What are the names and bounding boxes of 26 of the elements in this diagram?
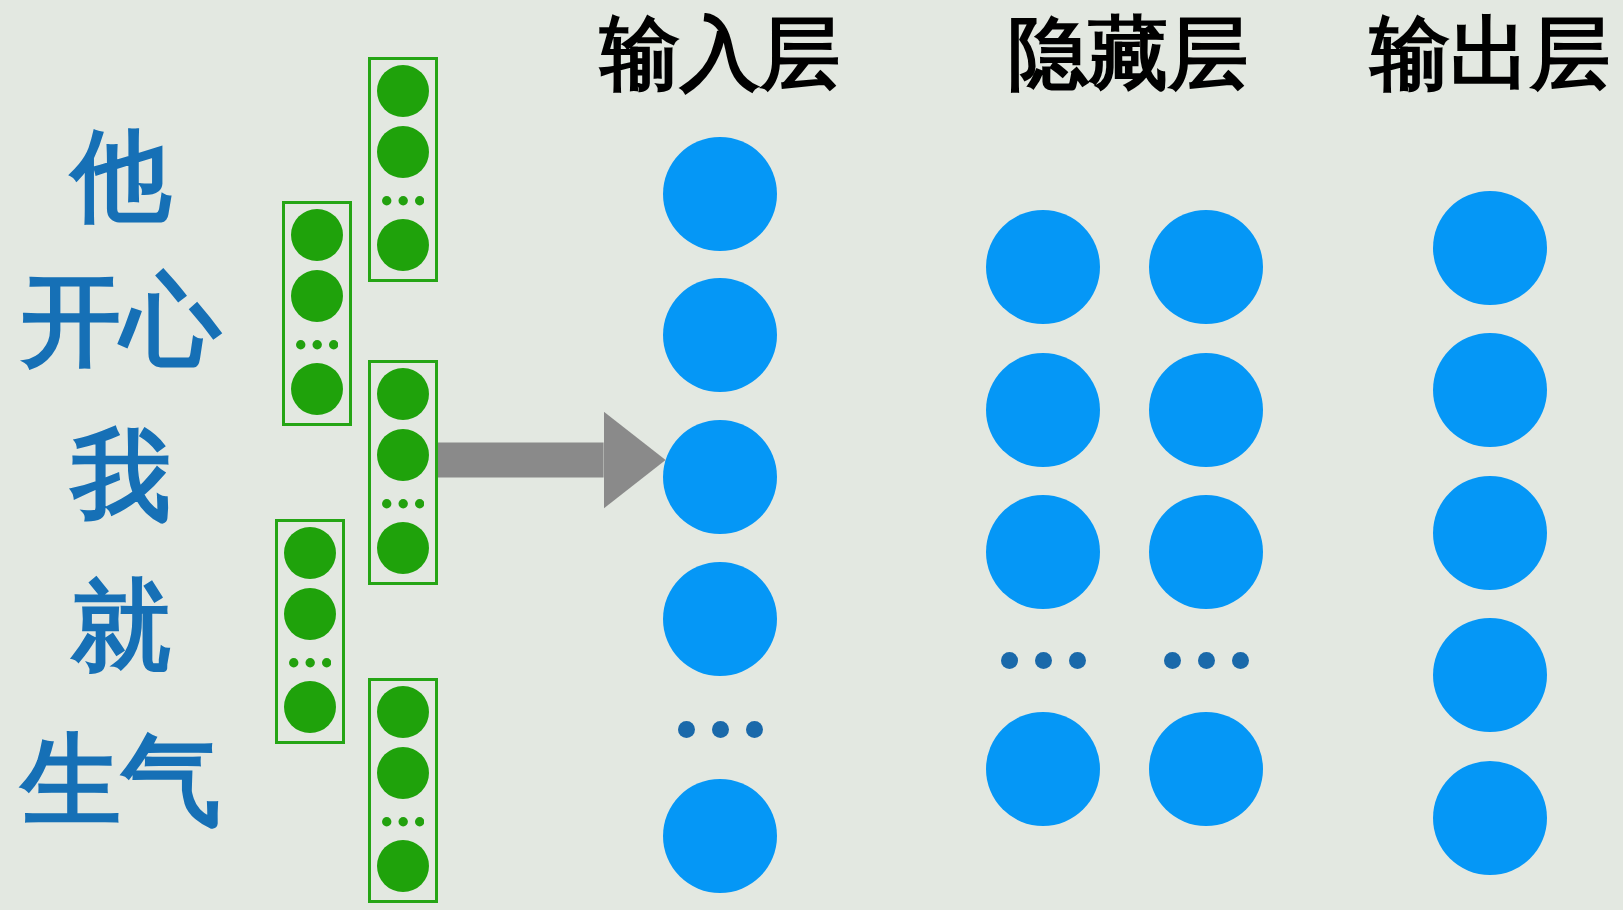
vector-circle	[377, 429, 429, 481]
layer-heading: 隐藏层	[1008, 14, 1248, 94]
layer-heading: 输出层	[1370, 14, 1610, 94]
vector-circle	[377, 522, 429, 574]
vector-box	[368, 360, 438, 585]
word-label: 我	[71, 426, 171, 526]
word-label: 生气	[21, 731, 221, 831]
vector-circle	[291, 270, 343, 322]
layer-heading: 输入层	[600, 14, 840, 94]
vector-circle	[284, 681, 336, 733]
vector-box	[275, 519, 345, 744]
vector-circle	[284, 527, 336, 579]
vector-circle	[377, 65, 429, 117]
vector-circle	[377, 840, 429, 892]
vector-circle	[377, 219, 429, 271]
vector-circle	[284, 588, 336, 640]
vector-box	[368, 678, 438, 903]
vector-circle	[377, 368, 429, 420]
vector-circle	[291, 209, 343, 261]
vector-box	[282, 201, 352, 426]
vector-box	[368, 57, 438, 282]
vector-circle	[377, 126, 429, 178]
vector-circle	[291, 363, 343, 415]
word-label: 就	[71, 576, 171, 676]
vector-circle	[377, 686, 429, 738]
vector-circle	[377, 747, 429, 799]
